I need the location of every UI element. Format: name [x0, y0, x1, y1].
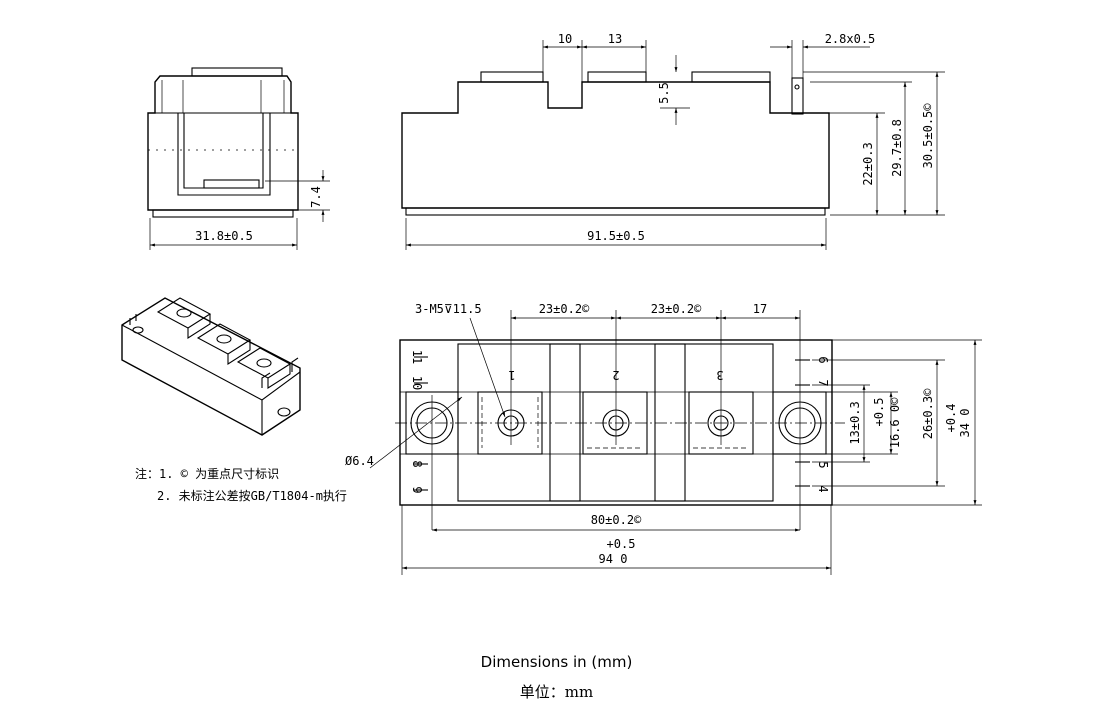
dim-pin-width: 2.8x0.5: [825, 32, 876, 46]
note-line-1: 注：1. © 为重点尺寸标识: [135, 466, 279, 481]
dim-width-mid: 26±0.3©: [921, 388, 935, 439]
caption-english: Dimensions in (mm): [480, 653, 633, 671]
dim-screw: 3-M5⊽11.5: [415, 302, 482, 316]
terminal-label-8: 8: [410, 460, 424, 467]
terminal-label-3: 3: [716, 368, 723, 382]
dim-side-height: 7.4: [309, 186, 323, 208]
dim-top-gap-a: 10: [558, 32, 572, 46]
front-view: 10 13 5.5 2.8x0.5 91.5±0.5 22±0.3 29.7±0…: [401, 32, 945, 250]
dim-length-total: 94 0: [599, 552, 628, 566]
dim-height-mid: 29.7±0.8: [890, 119, 904, 177]
dim-pitch-1: 23±0.2©: [539, 302, 590, 316]
terminal-label-5: 5: [816, 461, 830, 468]
dim-pin-spacing: 13±0.3: [848, 401, 862, 444]
terminal-label-1: 1: [508, 368, 515, 382]
isometric-view: [121, 297, 301, 436]
dim-side-width: 31.8±0.5: [195, 229, 253, 243]
dim-height-body: 22±0.3: [861, 142, 875, 185]
dim-top-step: 5.5: [657, 82, 671, 104]
dim-hole-dia: Ø6.4: [345, 454, 374, 468]
note-line-2: 2. 未标注公差按GB/T1804-m执行: [157, 488, 347, 503]
side-view: 31.8±0.5 7.4: [147, 67, 330, 250]
dim-width-inner: 16.6 0©: [888, 397, 902, 448]
terminal-label-4: 4: [816, 485, 830, 492]
terminal-label-7: 7: [816, 379, 830, 386]
dim-length-tol: +0.5: [607, 537, 636, 551]
dim-front-length: 91.5±0.5: [587, 229, 645, 243]
dim-edge-17: 17: [753, 302, 767, 316]
top-view: 1 2 3 11 10 8 9 6 7 5 4 23±0.2© 23±0.2© …: [345, 302, 982, 575]
dim-top-gap-b: 13: [608, 32, 622, 46]
dim-pitch-2: 23±0.2©: [651, 302, 702, 316]
dim-width-outer-tol: +0.4: [944, 404, 958, 433]
dim-width-inner-tol: +0.5: [872, 398, 886, 427]
terminal-label-11: 11: [410, 350, 424, 364]
terminal-label-10: 10: [410, 376, 424, 390]
terminal-label-9: 9: [410, 486, 424, 493]
caption-chinese: 单位：mm: [519, 683, 594, 701]
dim-mount-pitch: 80±0.2©: [591, 513, 642, 527]
terminal-label-2: 2: [612, 368, 619, 382]
dim-height-total: 30.5±0.5©: [921, 103, 935, 169]
dim-width-outer: 34 0: [958, 409, 972, 438]
